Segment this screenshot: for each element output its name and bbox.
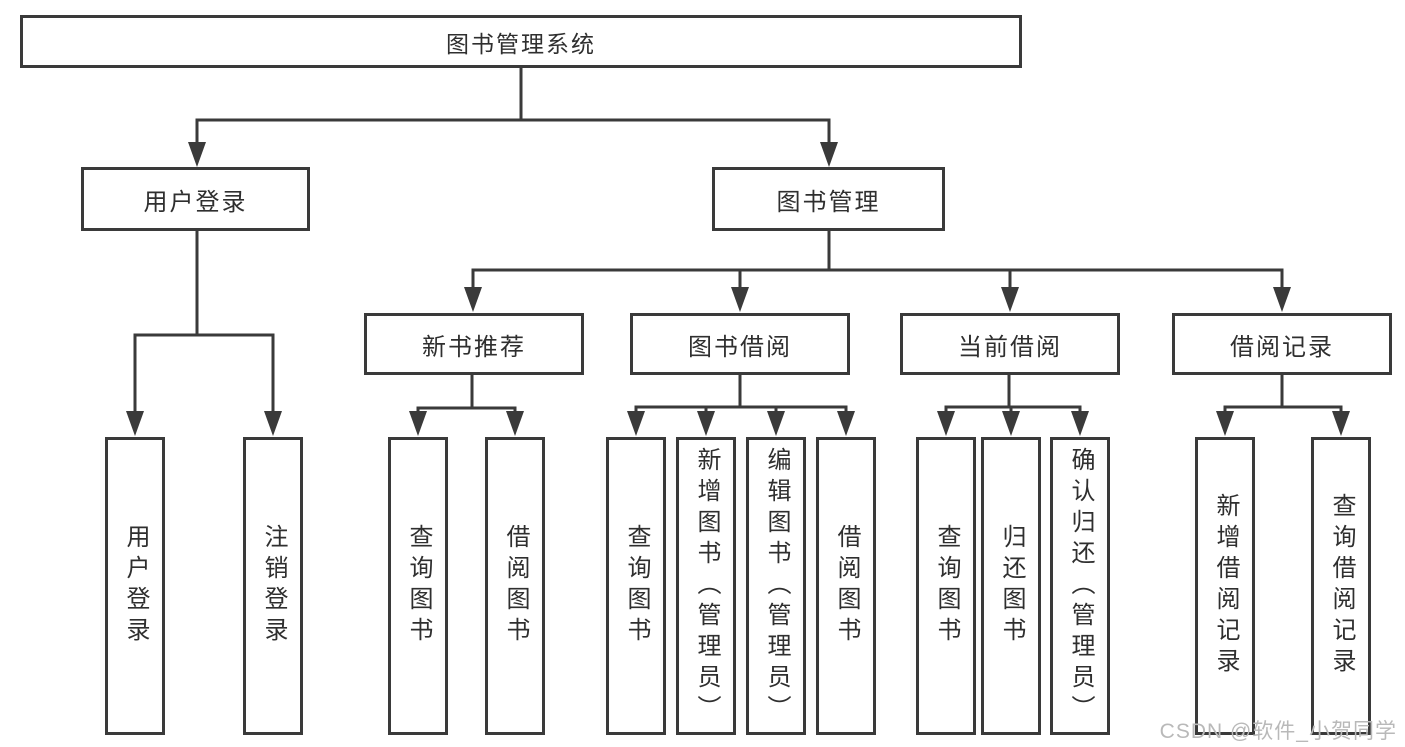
node-book-management: 图书管理 <box>712 167 945 231</box>
leaf-logout: 注销登录 <box>243 437 303 735</box>
leaf-record-query-record: 查询借阅记录 <box>1311 437 1371 735</box>
node-book-borrowing: 图书借阅 <box>630 313 850 375</box>
leaf-borrow-query-books: 查询图书 <box>606 437 666 735</box>
leaf-borrow-borrow-books: 借阅图书 <box>816 437 876 735</box>
leaf-user-login: 用户登录 <box>105 437 165 735</box>
leaf-current-return-books: 归还图书 <box>981 437 1041 735</box>
leaf-newbook-borrow-books: 借阅图书 <box>485 437 545 735</box>
node-user-login: 用户登录 <box>81 167 310 231</box>
node-library-system: 图书管理系统 <box>20 15 1022 68</box>
leaf-newbook-query-books: 查询图书 <box>388 437 448 735</box>
node-borrowing-records: 借阅记录 <box>1172 313 1392 375</box>
leaf-borrow-edit-book-admin: 编辑图书（管理员） <box>746 437 806 735</box>
node-new-book-recommend: 新书推荐 <box>364 313 584 375</box>
watermark-text: CSDN @软件_小贺同学 <box>1159 720 1397 743</box>
leaf-record-add-record: 新增借阅记录 <box>1195 437 1255 735</box>
node-current-borrowing: 当前借阅 <box>900 313 1120 375</box>
leaf-current-confirm-return-admin: 确认归还（管理员） <box>1050 437 1110 735</box>
leaf-borrow-add-book-admin: 新增图书（管理员） <box>676 437 736 735</box>
leaf-current-query-books: 查询图书 <box>916 437 976 735</box>
